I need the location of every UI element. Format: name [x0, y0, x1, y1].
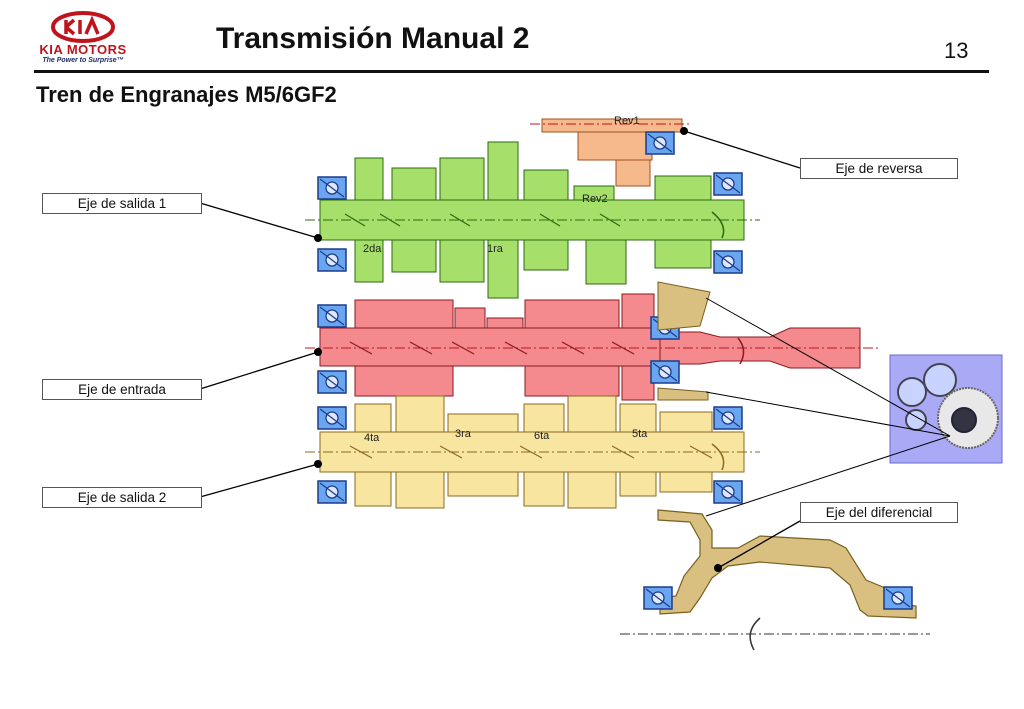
page-number: 13 — [944, 38, 969, 63]
differential — [620, 281, 930, 651]
gear-inset-illustration — [889, 354, 1003, 464]
gear-label-rev2: Rev2 — [582, 193, 608, 205]
callout-lines — [199, 127, 951, 572]
callout-output-shaft-2: Eje de salida 2 — [42, 487, 202, 508]
gear-label-1ra: 1ra — [487, 243, 504, 255]
kia-oval-icon — [51, 11, 115, 43]
callout-differential-shaft: Eje del diferencial — [800, 502, 958, 523]
header-divider — [34, 70, 989, 73]
reverse-bearing-icon — [645, 131, 675, 155]
gear-label-2da: 2da — [363, 243, 382, 255]
gear-label-5ta: 5ta — [632, 428, 648, 440]
output-shaft-2: 4ta 3ra 6ta 5ta — [305, 395, 760, 509]
gear-label-rev1: Rev1 — [614, 115, 640, 127]
callout-input-shaft: Eje de entrada — [42, 379, 202, 400]
callout-reverse-shaft: Eje de reversa — [800, 158, 958, 179]
output-shaft-1: 2da 1ra Rev2 — [305, 141, 760, 299]
gear-label-4ta: 4ta — [364, 432, 380, 444]
gear-label-3ra: 3ra — [455, 428, 472, 440]
brand-name: KIA MOTORS — [39, 42, 127, 57]
gear-icon — [897, 377, 927, 407]
reverse-shaft: Rev1 — [530, 115, 690, 187]
page-title: Transmisión Manual 2 — [216, 22, 530, 55]
kia-logo: KIA MOTORS The Power to Surprise™ — [28, 10, 138, 70]
section-subtitle: Tren de Engranajes M5/6GF2 — [36, 82, 337, 107]
callout-output-shaft-1: Eje de salida 1 — [42, 193, 202, 214]
gear-label-6ta: 6ta — [534, 430, 550, 442]
input-shaft — [305, 293, 880, 401]
brand-tagline: The Power to Surprise™ — [42, 57, 124, 64]
